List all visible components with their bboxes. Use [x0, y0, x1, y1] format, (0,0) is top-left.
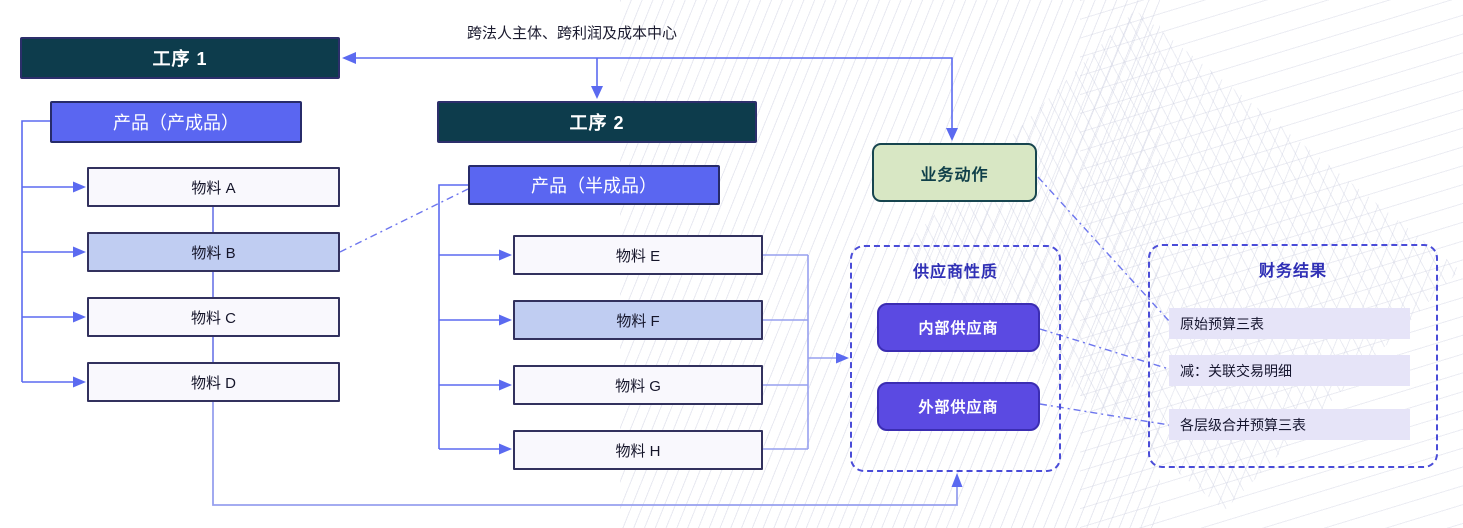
finance-panel: 财务结果: [1148, 244, 1438, 468]
finance-item-original-budget: 原始预算三表: [1169, 308, 1410, 339]
finance-panel-title: 财务结果: [1258, 263, 1327, 280]
material-g-box: 物料 G: [513, 365, 763, 405]
material-d-box: 物料 D: [87, 362, 340, 402]
internal-supplier-box: 内部供应商: [877, 303, 1040, 352]
process1-header: 工序 1: [20, 37, 340, 79]
process2-product-box: 产品（半成品）: [468, 165, 720, 205]
connector-process2-branches: [438, 184, 501, 450]
annotation-cross-entity: 跨法人主体、跨利润及成本中心: [467, 24, 678, 42]
connector-bottom-route: [212, 402, 958, 506]
finance-item-minus-related-transactions: 减：关联交易明细: [1169, 355, 1410, 386]
material-h-box: 物料 H: [513, 430, 763, 470]
material-c-box: 物料 C: [87, 297, 340, 337]
business-action-box: 业务动作: [872, 143, 1037, 202]
material-a-box: 物料 A: [87, 167, 340, 207]
material-b-box: 物料 B: [87, 232, 340, 272]
connector-annotation-lines: [344, 57, 953, 129]
connector-process1-branches: [21, 120, 74, 383]
process1-product-box: 产品（产成品）: [50, 101, 302, 143]
supplier-panel: 供应商性质: [850, 245, 1061, 472]
connector-materials-to-supplier: [763, 254, 837, 450]
material-e-box: 物料 E: [513, 235, 763, 275]
external-supplier-box: 外部供应商: [877, 382, 1040, 431]
connector-arrowheads: [73, 52, 963, 487]
supplier-panel-title: 供应商性质: [912, 264, 998, 281]
connector-dashdot-relations: [339, 176, 1170, 426]
process2-header: 工序 2: [437, 101, 757, 143]
material-f-box: 物料 F: [513, 300, 763, 340]
finance-item-consolidated-budget: 各层级合并预算三表: [1169, 409, 1410, 440]
